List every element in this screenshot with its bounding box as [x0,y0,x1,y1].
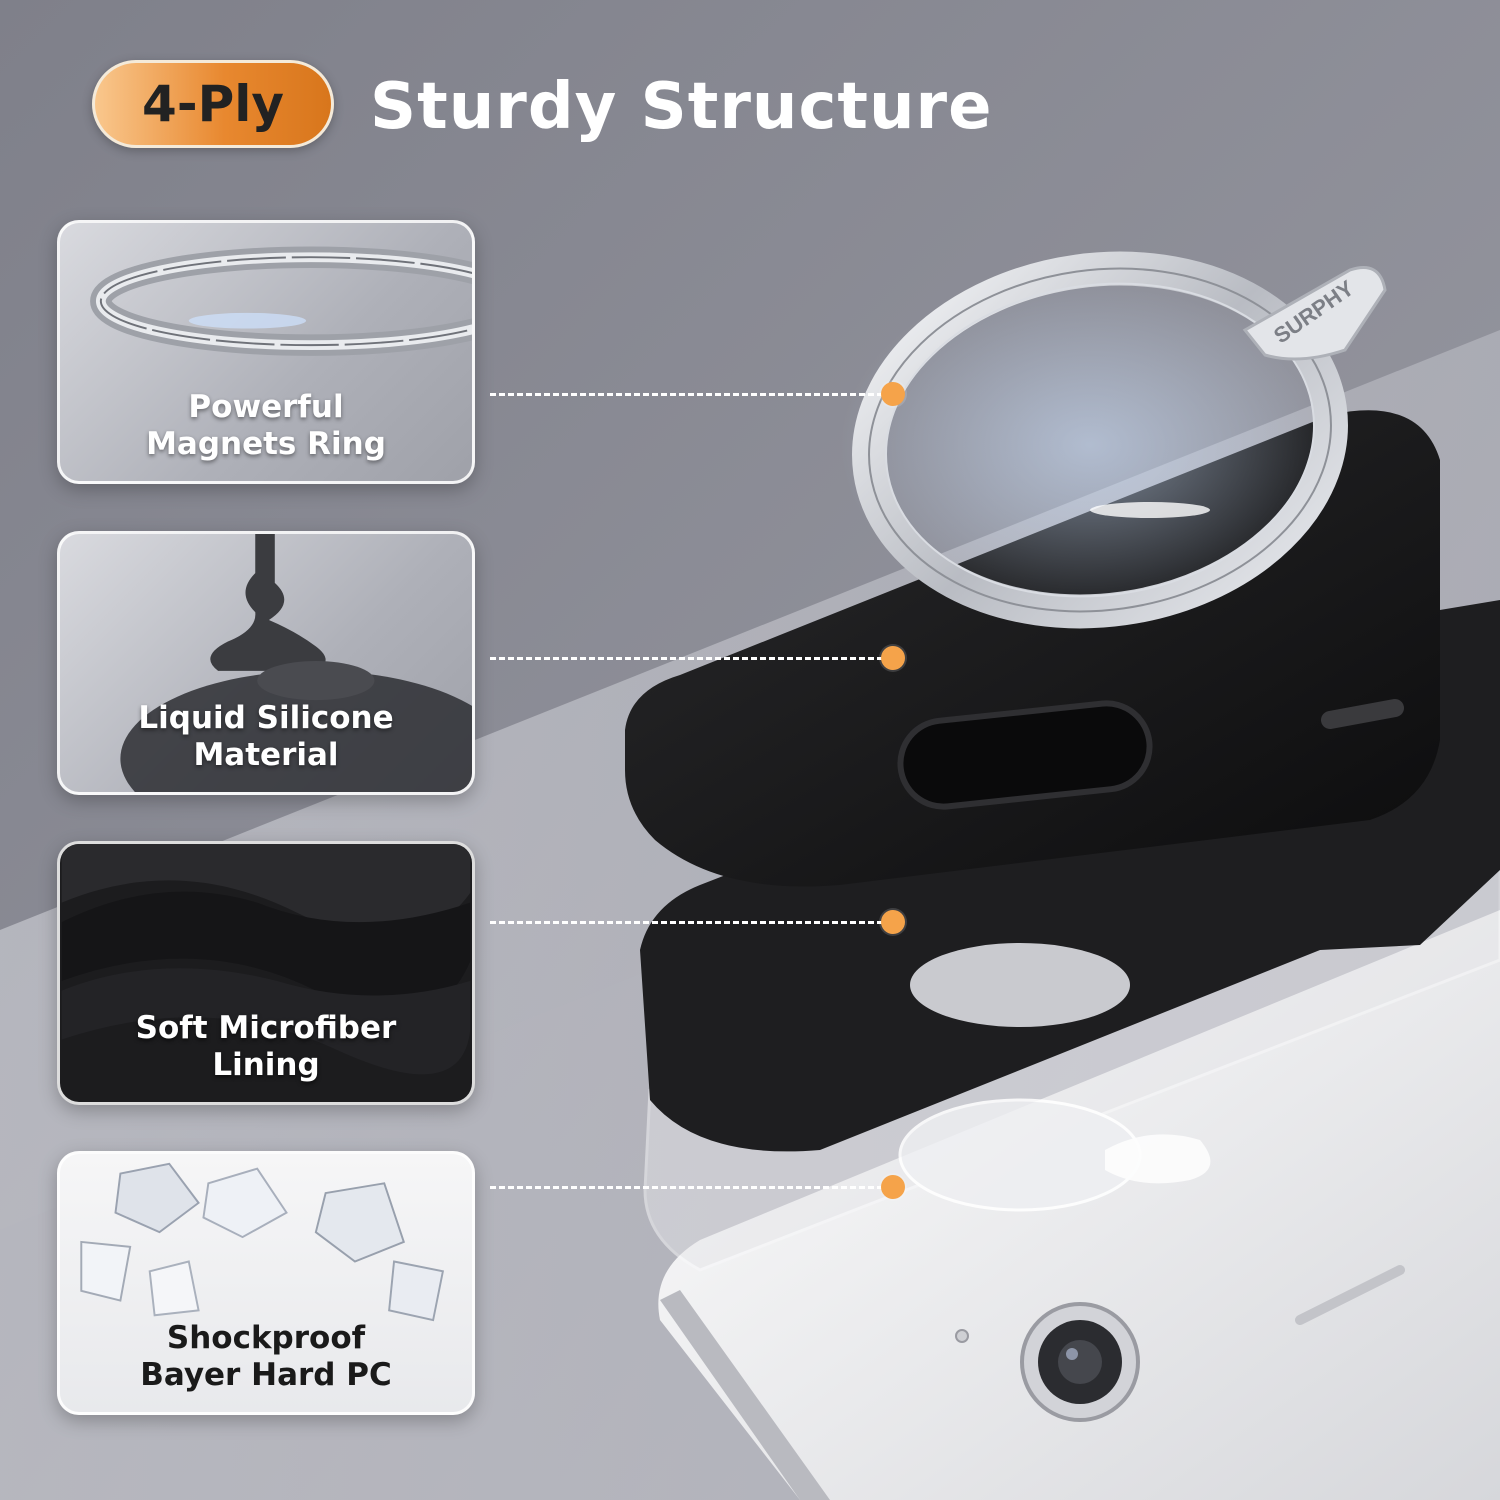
magnet-ring: SURPHY [840,251,1387,629]
card-label-line2: Lining [212,1047,320,1083]
card-label-line2: Magnets Ring [146,426,386,462]
card-label-line2: Material [193,737,339,773]
silicone-drip-icon [120,534,472,792]
card-label: Liquid Silicone Material [60,700,472,774]
card-hard-pc: Shockproof Bayer Hard PC [57,1151,475,1415]
dashed-line [490,1186,883,1189]
ply-badge: 4-Ply [92,60,334,148]
dashed-line [490,921,883,924]
connector-dot [881,910,905,934]
card-label: Powerful Magnets Ring [60,389,472,463]
connector-silicone [490,646,905,670]
crystal-shards-icon [80,1162,445,1322]
connector-microfiber [490,910,905,934]
card-label-line1: Powerful [188,389,344,425]
card-microfiber: Soft Microfiber Lining [57,841,475,1105]
card-magnets-ring: Powerful Magnets Ring [57,220,475,484]
connector-hard-pc [490,1175,905,1199]
card-label-line1: Soft Microfiber [135,1010,397,1046]
connector-dot [881,646,905,670]
card-label-line1: Shockproof [166,1320,366,1356]
connector-dot [881,1175,905,1199]
page-title: Sturdy Structure [370,70,993,144]
card-liquid-silicone: Liquid Silicone Material [57,531,475,795]
ply-badge-label: 4-Ply [142,75,284,133]
card-label-line2: Bayer Hard PC [140,1357,392,1393]
phone-body [658,910,1500,1500]
microfiber-fabric-icon [61,844,471,1075]
dashed-line [490,657,883,660]
connector-dot [881,382,905,406]
magnet-ring-icon [90,246,472,356]
card-label: Soft Microfiber Lining [60,1010,472,1084]
connector-magnets [490,382,905,406]
card-label-line1: Liquid Silicone [138,700,394,736]
dashed-line [490,393,883,396]
card-label: Shockproof Bayer Hard PC [60,1320,472,1394]
